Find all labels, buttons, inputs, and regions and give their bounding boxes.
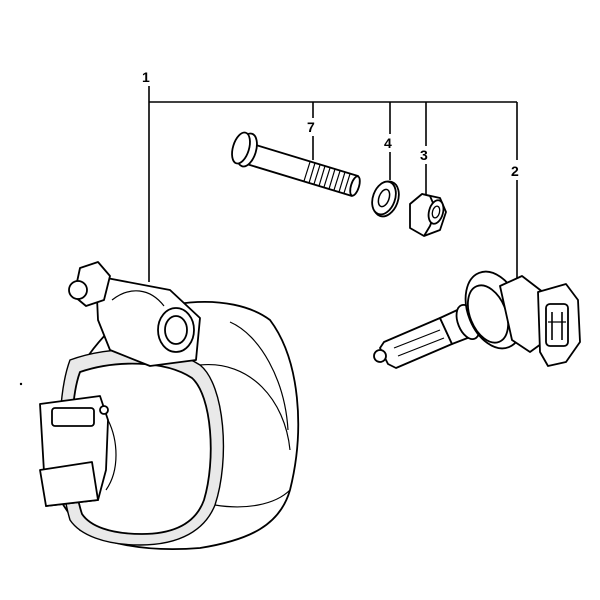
leader-lines [148,86,518,282]
callout-3: 3 [420,147,428,163]
bulb-icon [373,270,581,369]
stray-mark [19,382,23,386]
washer-icon [371,180,400,218]
callout-7: 7 [307,119,315,135]
callout-2: 2 [511,163,519,179]
callout-1: 1 [142,69,150,85]
callout-4: 4 [384,135,392,151]
bolt-icon [231,131,361,197]
fog-lamp-housing-icon [39,261,300,550]
nut-icon [409,193,447,237]
